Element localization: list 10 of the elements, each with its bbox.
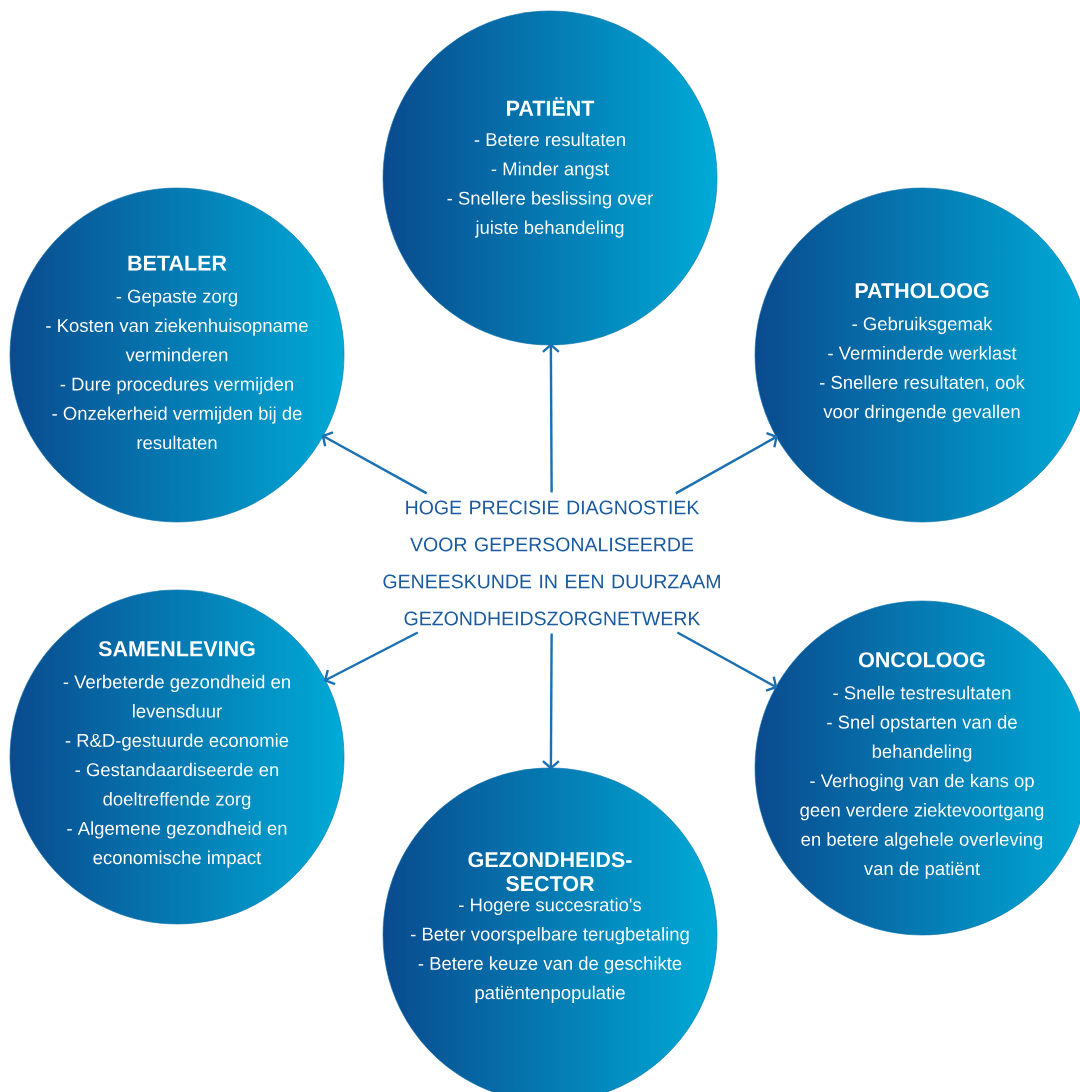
arrow <box>675 432 778 495</box>
center-title: HOGE PRECISIE DIAGNOSTIEK VOOR GEPERSONALISEERDE GENEESKUNDE IN EEN DUURZAAM GEZONDHEIDSZORGNETWERK <box>383 500 720 626</box>
arrow <box>542 633 560 770</box>
arrow <box>542 343 560 493</box>
arrow <box>323 631 419 686</box>
arrow <box>321 431 428 495</box>
circle-node: BETALER - Gepaste zorg - Kosten van ziekenhuisopname verminderen - Dure procedures vermijden - Onzekerheid vermijden bij de resultaten <box>9 187 345 523</box>
circle-node: SAMENLEVING - Verbeterde gezondheid en levensduur - R&D-gestuurde economie - Gestandaardiseerde en doeltreffende zorg - Algemene gezondheid en economische impact <box>9 589 345 925</box>
arrow <box>676 631 778 692</box>
circle-node: PATIËNT - Betere resultaten - Minder angst - Snellere beslissing over juiste behandeling <box>382 10 718 346</box>
